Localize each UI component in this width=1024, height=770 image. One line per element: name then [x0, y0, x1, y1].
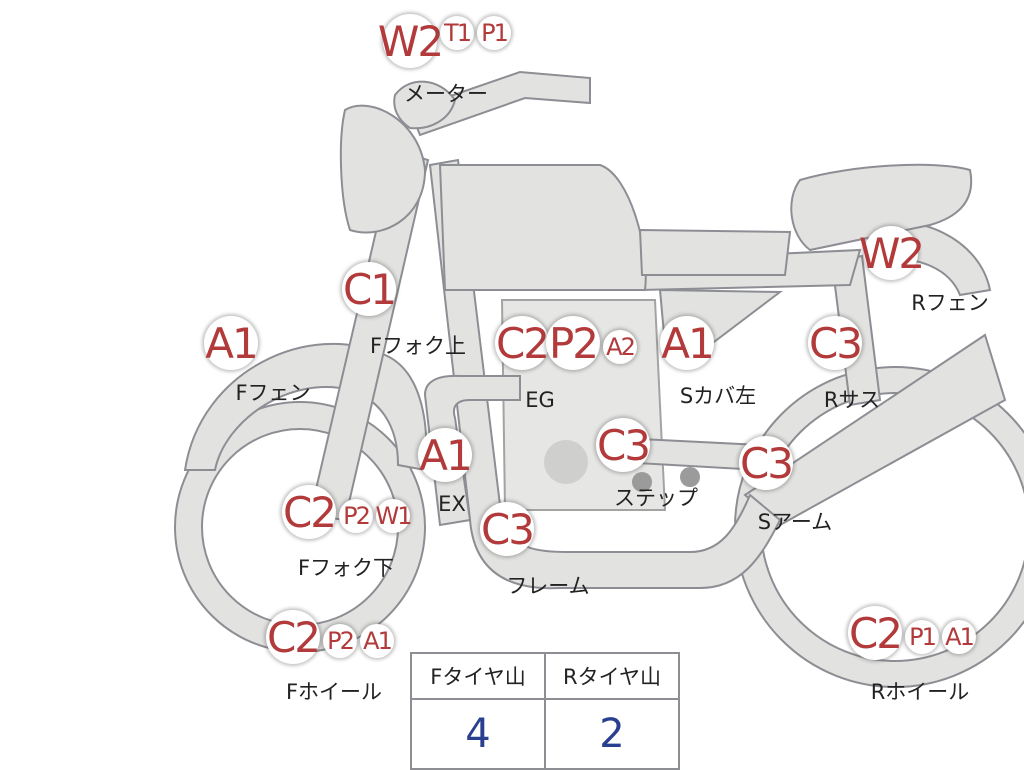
code-badge[interactable]: A1: [942, 620, 976, 654]
engine-label: EG: [525, 388, 555, 412]
swing-arm-label: Sアーム: [757, 510, 833, 534]
swing-arm-badges: C3: [739, 436, 794, 490]
tire-tread-table: Fタイヤ山 Rタイヤ山 4 2: [410, 652, 680, 770]
engine-cover: [544, 440, 588, 484]
f-wheel-badges: C2 P2 A1: [266, 610, 394, 664]
f-fork-lower-badges: C2 P2 W1: [282, 485, 413, 539]
meter-badges: W2 T1 P1: [378, 14, 511, 68]
fuel-tank-shape: [438, 164, 647, 291]
code-badge[interactable]: C1: [342, 262, 397, 316]
code-badge[interactable]: W2: [859, 226, 925, 280]
handlebar-shape: [408, 70, 591, 137]
frame-label: フレーム: [506, 574, 590, 598]
step-badges: C3: [596, 418, 651, 472]
meter-shape: [393, 80, 457, 130]
front-tire-header: Fタイヤ山: [410, 652, 546, 700]
code-badge[interactable]: C2: [266, 610, 321, 664]
code-badge[interactable]: P1: [477, 16, 511, 50]
front-tire-value[interactable]: 4: [410, 698, 546, 770]
f-fender-badges: A1: [204, 316, 259, 370]
tire-table-header-row: Fタイヤ山 Rタイヤ山: [410, 652, 680, 700]
code-badge[interactable]: C2: [848, 606, 903, 660]
step-label: ステップ: [614, 486, 698, 510]
r-wheel-label: Rホイール: [870, 680, 970, 704]
code-badge[interactable]: W1: [376, 499, 413, 533]
rear-cowl-shape: [638, 228, 792, 276]
code-badge[interactable]: C3: [480, 502, 535, 556]
code-badge[interactable]: P2: [339, 499, 373, 533]
r-suspension-label: Rサス: [823, 388, 881, 412]
r-wheel-badges: C2 P1 A1: [848, 606, 976, 660]
f-fork-upper-label: Fフォク上: [369, 334, 467, 358]
f-fender-label: Fフェン: [235, 381, 311, 405]
meter-label: メーター: [404, 82, 488, 106]
r-fender-badges: W2: [859, 226, 925, 280]
code-badge[interactable]: T1: [440, 16, 474, 50]
side-cover-left-badges: A1: [660, 316, 715, 370]
rear-tire-header: Rタイヤ山: [544, 652, 680, 700]
f-fork-upper-badges: C1: [342, 262, 397, 316]
f-fork-lower-label: Fフォク下: [297, 556, 395, 580]
tire-table-value-row: 4 2: [410, 698, 680, 770]
seat-shape: [790, 163, 973, 252]
code-badge[interactable]: P2: [323, 624, 357, 658]
exhaust-shape: [423, 374, 521, 527]
r-suspension-badges: C3: [808, 316, 863, 370]
code-badge[interactable]: A1: [418, 428, 473, 482]
exhaust-label: EX: [438, 492, 466, 516]
r-fender-label: Rフェン: [911, 291, 989, 315]
exhaust-badges: A1: [418, 428, 473, 482]
headlight-shape: [339, 104, 427, 234]
code-badge[interactable]: P1: [905, 620, 939, 654]
code-badge[interactable]: C3: [739, 436, 794, 490]
code-badge[interactable]: W2: [378, 14, 444, 68]
engine-badges: C2 P2 A2: [495, 316, 637, 370]
step-bolt-right: [680, 467, 700, 487]
side-cover-left-label: Sカバ左: [679, 384, 757, 408]
code-badge[interactable]: C2: [495, 316, 550, 370]
code-badge[interactable]: C3: [808, 316, 863, 370]
code-badge[interactable]: P2: [546, 316, 600, 370]
code-badge[interactable]: C2: [282, 485, 337, 539]
code-badge[interactable]: A1: [660, 316, 715, 370]
code-badge[interactable]: C3: [596, 418, 651, 472]
rear-tire-value[interactable]: 2: [544, 698, 680, 770]
step-bolt-left: [632, 472, 652, 492]
code-badge[interactable]: A2: [603, 330, 637, 364]
frame-badges: C3: [480, 502, 535, 556]
code-badge[interactable]: A1: [360, 624, 394, 658]
f-wheel-label: Fホイール: [285, 680, 383, 704]
code-badge[interactable]: A1: [204, 316, 259, 370]
